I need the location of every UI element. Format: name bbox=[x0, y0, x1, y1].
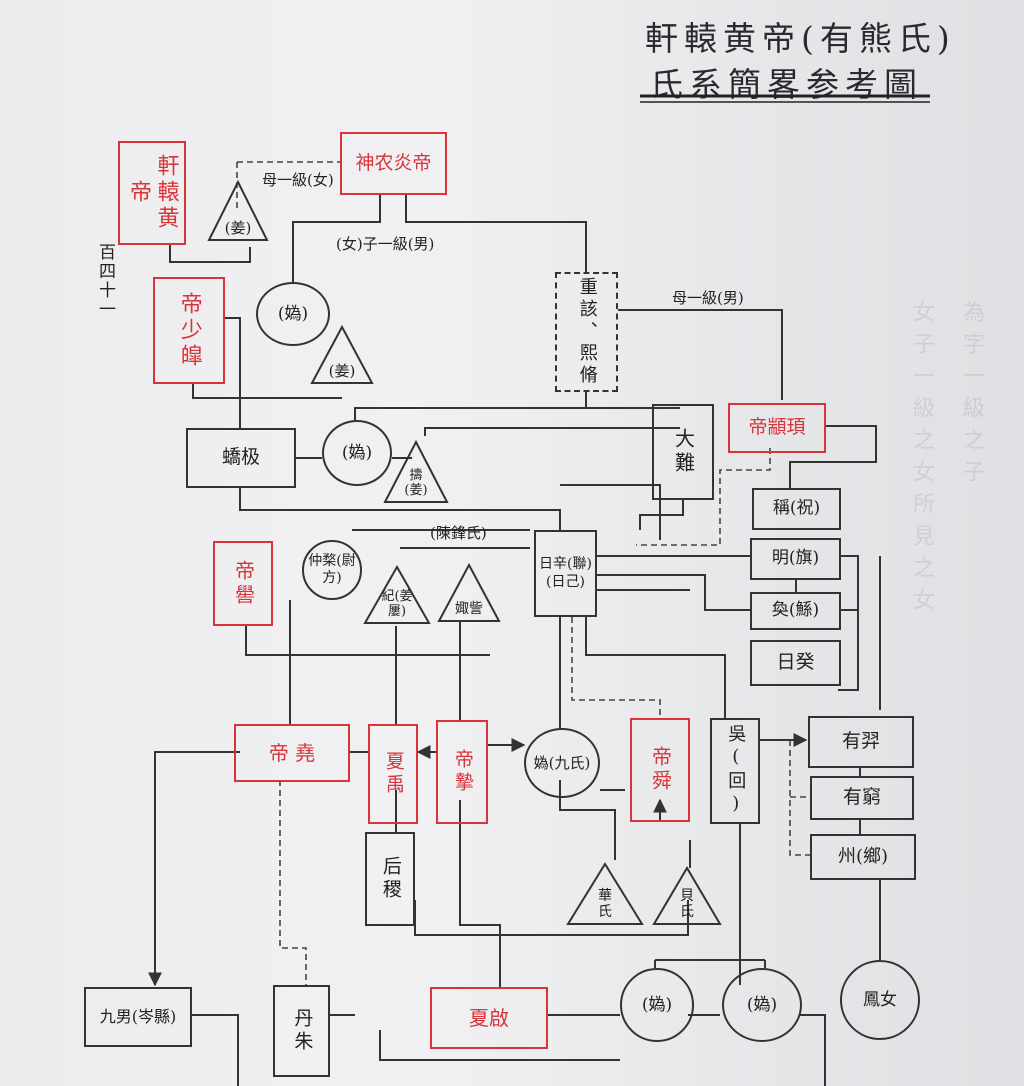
node-bei-shi-label: 貝氏 bbox=[680, 888, 694, 920]
node-jiang-top: (姜) bbox=[207, 180, 269, 242]
node-rixin: 日辛(聯)(日己) bbox=[534, 530, 597, 617]
node-xuanyuan: 軒轅黄帝 bbox=[118, 141, 186, 245]
label-child-line: (女)子一級(男) bbox=[336, 235, 435, 253]
node-jianglu: 紀(姜屢) bbox=[363, 565, 431, 625]
node-bei-shi: 貝氏 bbox=[652, 866, 722, 926]
bleed-through-text: 為字一級之子 bbox=[959, 300, 984, 492]
node-di-zhi: 帝摯 bbox=[436, 720, 488, 824]
label-mother-line-m: 母一級(男) bbox=[672, 289, 744, 307]
node-chongli: 重該、熙脩 bbox=[555, 272, 618, 392]
node-yao: 帝 堯 bbox=[234, 724, 350, 782]
node-jiang-3-label: 擣(姜) bbox=[404, 468, 428, 498]
node-zizhu-label: 娵訾 bbox=[455, 600, 483, 617]
node-gui-9: 媯(九氏) bbox=[524, 728, 600, 798]
node-shennong: 神农炎帝 bbox=[340, 132, 447, 195]
node-xia-yu: 夏禹 bbox=[368, 724, 418, 824]
node-you-yi: 有羿 bbox=[808, 716, 914, 768]
node-houji: 后稷 bbox=[365, 832, 415, 926]
node-jiang-3: 擣(姜) bbox=[383, 440, 449, 504]
node-shaohao: 帝少皡 bbox=[153, 277, 225, 384]
node-ming: 明(旗) bbox=[750, 538, 841, 580]
label-chen-feng: (陳鋒氏) bbox=[430, 524, 487, 542]
node-xia-qi: 夏啟 bbox=[430, 987, 548, 1049]
node-zizhu: 娵訾 bbox=[437, 563, 501, 623]
node-jiang-2: (姜) bbox=[310, 325, 374, 385]
node-ehuang: 鳳女 bbox=[840, 960, 920, 1040]
node-you-qiong: 有窮 bbox=[810, 776, 914, 820]
node-jiunan: 九男(岑縣) bbox=[84, 987, 192, 1047]
node-rigui: 日癸 bbox=[750, 640, 841, 686]
node-danzhu: 丹朱 bbox=[273, 985, 330, 1077]
node-zhongqi: 仲楘(尉方) bbox=[302, 540, 362, 600]
node-shun: 帝舜 bbox=[630, 718, 690, 822]
bleed-through-text: 女子一級之女所見之女 bbox=[909, 300, 934, 620]
node-wu-hui: 吳(回) bbox=[710, 718, 760, 824]
node-gui-b: (媯) bbox=[722, 968, 802, 1042]
node-dali: 大難 bbox=[652, 404, 714, 500]
node-jiang-top-label: (姜) bbox=[224, 218, 252, 237]
node-yi: 奐(鯀) bbox=[750, 592, 841, 630]
node-cheng: 稱(祝) bbox=[752, 488, 841, 530]
node-ku: 帝嚳 bbox=[213, 541, 273, 626]
node-hua-shi: 華氏 bbox=[566, 862, 644, 926]
node-gui-1: (媯) bbox=[256, 282, 330, 346]
label-mother-line-f: 母一級(女) bbox=[262, 171, 334, 189]
title-line-1: 軒轅黄帝(有熊氏) bbox=[645, 19, 956, 58]
node-hua-shi-label: 華氏 bbox=[598, 888, 612, 920]
node-jiaoji: 蟜极 bbox=[186, 428, 296, 488]
node-gui-2: (媯) bbox=[322, 420, 392, 486]
node-gui-a: (媯) bbox=[620, 968, 694, 1042]
node-jianglu-label: 紀(姜屢) bbox=[381, 589, 413, 619]
node-zhuanxu: 帝顓頊 bbox=[728, 403, 826, 453]
node-zhou-xiang: 州(鄉) bbox=[810, 834, 916, 880]
node-jiang-2-label: (姜) bbox=[328, 361, 356, 380]
page-number: 百四十一 bbox=[95, 243, 115, 319]
